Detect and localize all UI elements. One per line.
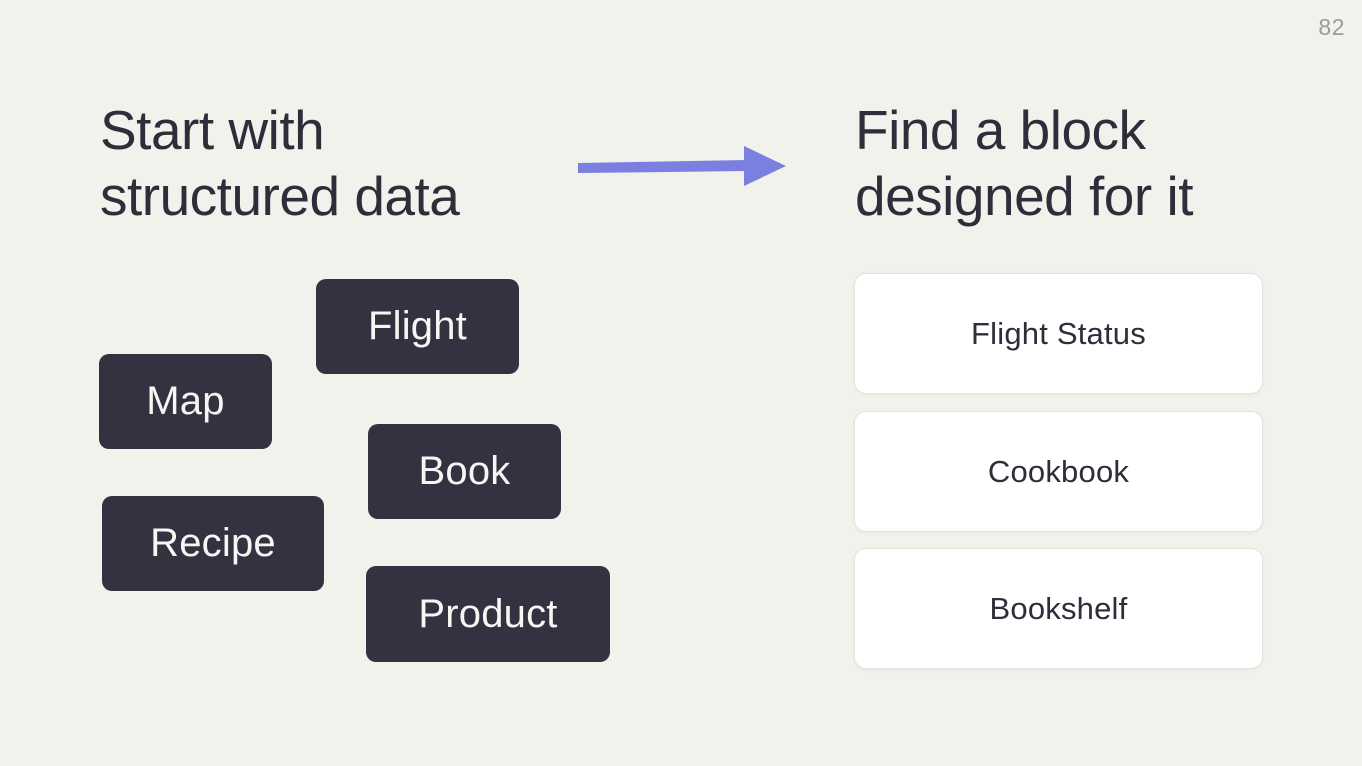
tag-product: Product [366,566,610,662]
right-arrow-icon [575,143,790,191]
tag-map-label: Map [146,379,225,423]
tag-recipe: Recipe [102,496,324,591]
page-number: 82 [1318,14,1345,40]
tag-book-label: Book [418,449,511,493]
card-flight-status: Flight Status [854,273,1263,394]
tag-recipe-label: Recipe [150,521,276,565]
heading-left: Start with structured data [100,97,460,229]
card-cookbook-label: Cookbook [987,453,1130,489]
card-flight-status-label: Flight Status [971,315,1146,351]
card-cookbook: Cookbook [854,411,1263,532]
tag-map: Map [99,354,272,449]
tag-book: Book [368,424,561,519]
tag-product-label: Product [418,591,558,636]
heading-right-line2: designed for it [855,165,1194,227]
card-bookshelf: Bookshelf [854,548,1263,669]
heading-right-line1: Find a block [855,99,1146,161]
card-bookshelf-label: Bookshelf [989,590,1128,626]
heading-left-line1: Start with [100,99,325,161]
heading-right: Find a block designed for it [855,97,1194,229]
tag-flight: Flight [316,279,519,374]
heading-left-line2: structured data [100,165,460,227]
tag-flight-label: Flight [367,304,467,348]
